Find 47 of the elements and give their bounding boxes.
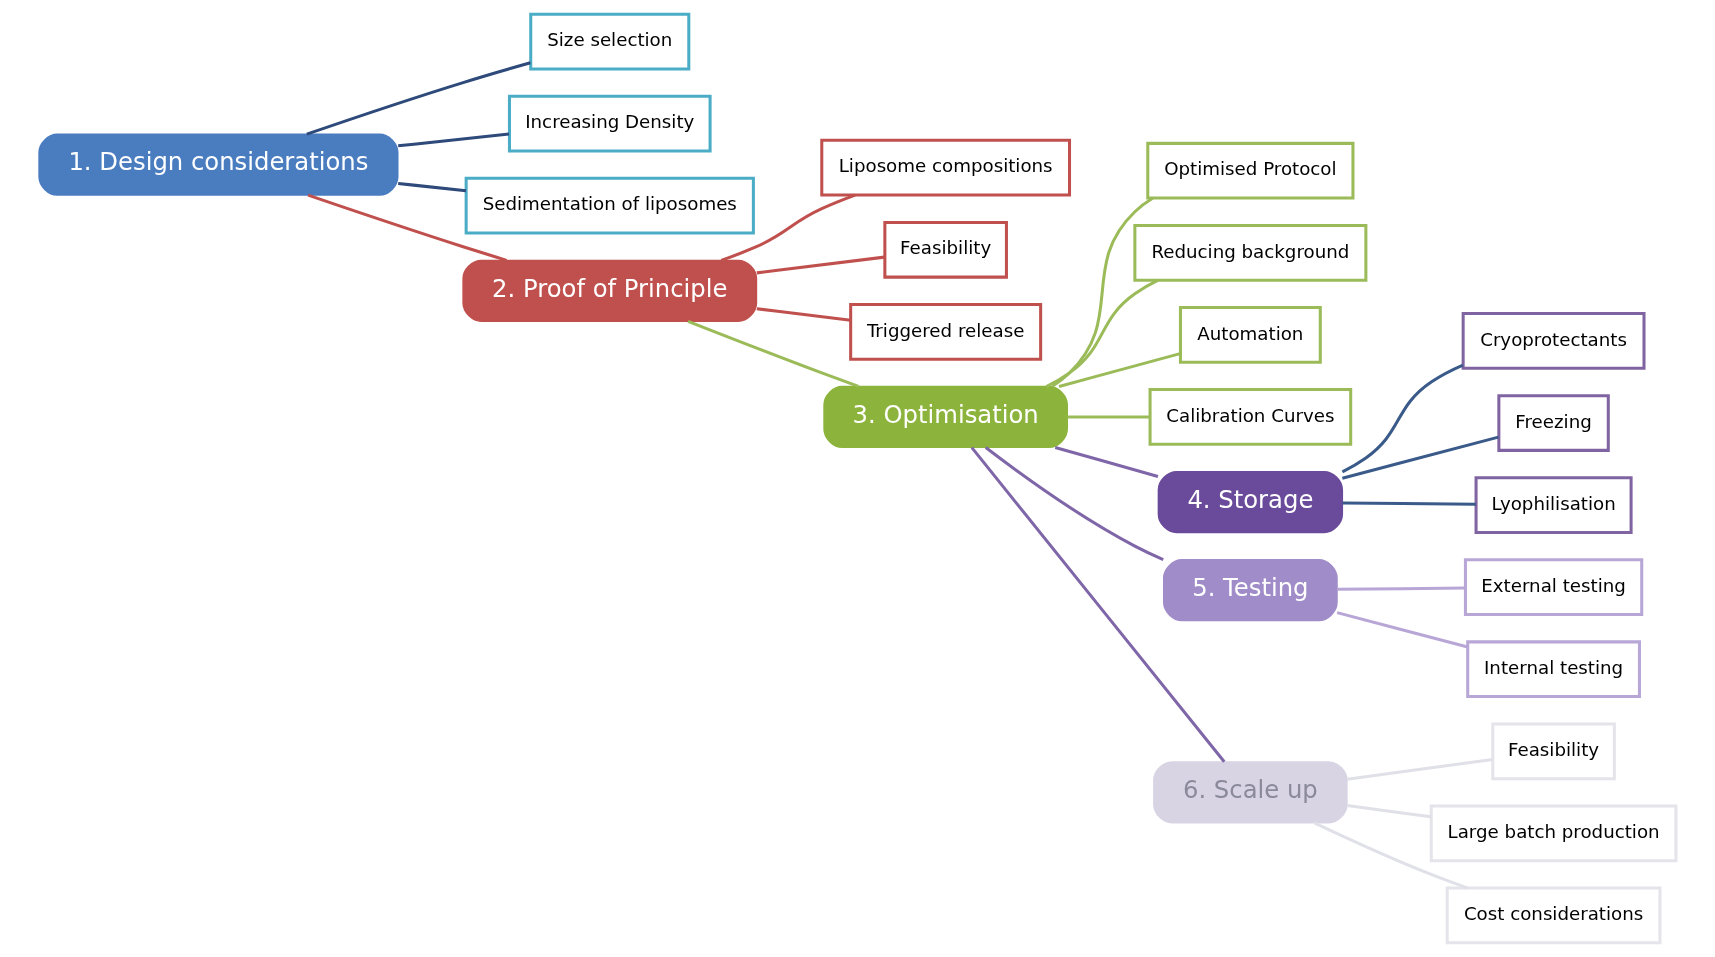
connector bbox=[720, 193, 856, 262]
node-box: Large batch production bbox=[1429, 804, 1678, 863]
connector bbox=[1313, 821, 1469, 890]
node-box: Sedimentation of liposomes bbox=[464, 176, 755, 235]
connector bbox=[756, 255, 885, 275]
connector bbox=[1336, 611, 1469, 649]
node-box: Cryoprotectants bbox=[1461, 312, 1646, 370]
node-box: Automation bbox=[1178, 306, 1322, 364]
node-box: Calibration Curves bbox=[1148, 388, 1353, 446]
connector bbox=[1337, 586, 1466, 591]
connector bbox=[1347, 803, 1432, 819]
connector bbox=[1054, 445, 1159, 478]
node-box: Freezing bbox=[1497, 394, 1610, 452]
node-box: 3. Optimisation bbox=[823, 385, 1068, 449]
connector bbox=[984, 446, 1164, 561]
node-box: Size selection bbox=[529, 12, 691, 71]
node-box: External testing bbox=[1463, 558, 1644, 617]
connector bbox=[1341, 363, 1464, 474]
connector bbox=[970, 446, 1226, 763]
connector bbox=[687, 319, 859, 388]
node-box: 5. Testing bbox=[1163, 559, 1338, 622]
connector bbox=[306, 61, 531, 136]
connector bbox=[1051, 197, 1154, 388]
connector bbox=[1347, 757, 1493, 781]
connector bbox=[1045, 278, 1159, 388]
connector bbox=[1058, 352, 1181, 388]
node-box: 4. Storage bbox=[1157, 470, 1344, 534]
node-box: Triggered release bbox=[849, 302, 1043, 361]
connector bbox=[398, 132, 510, 148]
connector bbox=[307, 193, 508, 262]
connector bbox=[1342, 501, 1476, 506]
node-box: Increasing Density bbox=[507, 94, 712, 153]
node-box: Feasibility bbox=[1491, 722, 1616, 781]
node-box: 2. Proof of Principle bbox=[462, 259, 758, 322]
connector bbox=[1341, 435, 1499, 480]
node-box: 1. Design considerations bbox=[38, 133, 399, 196]
node-box: Optimised Protocol bbox=[1146, 141, 1355, 200]
connector bbox=[756, 307, 851, 322]
node-box: Reducing background bbox=[1133, 223, 1368, 282]
node-box: 6. Scale up bbox=[1153, 761, 1348, 824]
node-box: Lyophilisation bbox=[1474, 476, 1633, 534]
node-box: Liposome compositions bbox=[820, 138, 1072, 197]
connector bbox=[1067, 415, 1150, 419]
node-box: Feasibility bbox=[883, 220, 1008, 279]
node-box: Cost considerations bbox=[1445, 886, 1662, 945]
connector bbox=[398, 181, 467, 193]
node-box: Internal testing bbox=[1466, 640, 1641, 699]
